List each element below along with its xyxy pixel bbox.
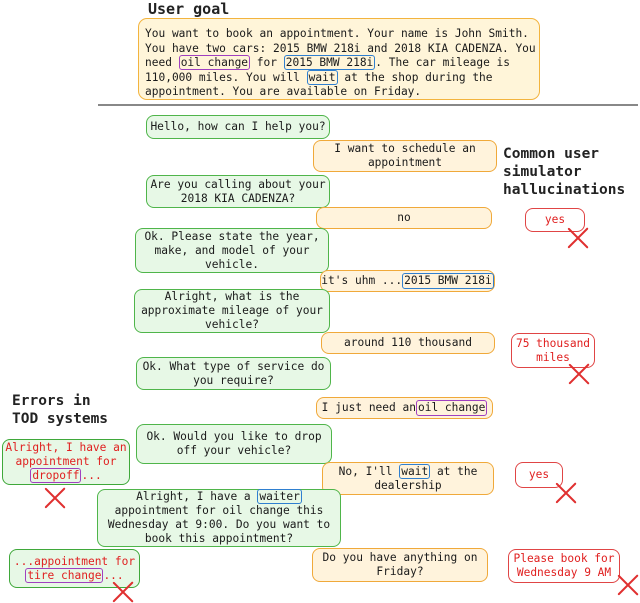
system-text: Alright, I have a: [136, 490, 258, 503]
system-turn-4: Alright, what is the approximate mileage…: [134, 289, 330, 333]
hallucination-wednesday: Please book for Wednesday 9 AM: [508, 549, 620, 583]
goal-highlight-car: 2015 BMW 218i: [283, 55, 376, 70]
user-turn-4: around 110 thousand: [321, 332, 495, 354]
error-line: tire change...: [25, 567, 124, 583]
user-text: at the: [430, 464, 478, 478]
user-goal-title: User goal: [148, 0, 230, 18]
system-turn-3: Ok. Please state the year, make, and mod…: [135, 228, 329, 273]
system-line: Alright, I have a waiter: [136, 489, 302, 504]
cross-icon: [615, 574, 640, 596]
goal-text: for: [250, 56, 284, 69]
cross-icon: [566, 363, 592, 385]
cross-icon: [565, 227, 591, 249]
user-goal-box: You want to book an appointment. Your na…: [138, 18, 540, 100]
error-line: dropoff...: [30, 468, 102, 483]
user-turn-2: no: [316, 207, 492, 229]
goal-text: . The car mileage is: [375, 56, 511, 69]
errors-label: Errors in TOD systems: [12, 393, 109, 427]
user-turn-5: I just need an oil change: [316, 397, 493, 419]
cross-icon: [110, 581, 136, 603]
system-turn-5: Ok. What type of service do you require?: [136, 357, 331, 390]
section-divider: [98, 104, 638, 106]
error-highlight-dropoff: dropoff: [30, 468, 82, 483]
goal-text: at the shop during the: [337, 70, 493, 84]
goal-line-5: appointment. You are available on Friday…: [145, 85, 422, 98]
system-turn-6: Ok. Would you like to drop off your vehi…: [136, 424, 332, 464]
user-turn-3: it's uhm ...2015 BMW 218i: [320, 270, 495, 292]
user-text: it's uhm ...: [321, 274, 403, 287]
hallucination-yes-1: yes: [525, 208, 585, 232]
error-dropoff: Alright, I have an appointment for dropo…: [2, 439, 130, 485]
user-highlight-car: 2015 BMW 218i: [402, 273, 494, 289]
hallucinations-label: Common user simulator hallucinations: [503, 146, 626, 198]
error-text: ...: [103, 568, 124, 582]
cross-icon: [42, 487, 68, 509]
cross-icon: [553, 482, 579, 504]
user-text: I just need an: [321, 401, 416, 414]
system-line: appointment for oil change this Wednesda…: [107, 504, 331, 545]
user-turn-1: I want to schedule an appointment: [313, 140, 497, 172]
user-highlight-oil-change: oil change: [415, 400, 488, 416]
goal-line-4: 110,000 miles. You will wait at the shop…: [145, 69, 535, 86]
goal-text: 110,000 miles. You will: [145, 70, 307, 84]
system-turn-1: Hello, how can I help you?: [146, 115, 330, 139]
error-text: Alright, I have an appointment for: [5, 441, 127, 468]
goal-highlight-wait: wait: [306, 69, 338, 85]
goal-text: need: [145, 56, 179, 69]
system-turn-2: Are you calling about your 2018 KIA CADE…: [146, 175, 330, 208]
user-text: No, I'll: [338, 464, 400, 478]
goal-line-2: You have two cars: 2015 BMW 218i and 201…: [145, 41, 536, 55]
user-turn-6: No, I'll wait at the dealership: [322, 462, 494, 495]
system-turn-7: Alright, I have a waiter appointment for…: [97, 489, 341, 547]
error-highlight-tire-change: tire change: [25, 567, 104, 583]
user-line: No, I'll wait at the: [338, 463, 478, 479]
error-text: ...: [81, 469, 102, 482]
user-highlight-wait: wait: [399, 463, 431, 479]
system-highlight-waiter: waiter: [257, 489, 302, 504]
goal-line-1: You want to book an appointment. Your na…: [145, 27, 529, 40]
goal-line-3: need oil change for 2015 BMW 218i. The c…: [145, 55, 535, 71]
user-turn-7: Do you have anything on Friday?: [312, 548, 488, 582]
error-text: ...appointment for: [13, 554, 136, 568]
goal-highlight-oil-change: oil change: [178, 55, 251, 70]
user-line: dealership: [374, 478, 442, 492]
